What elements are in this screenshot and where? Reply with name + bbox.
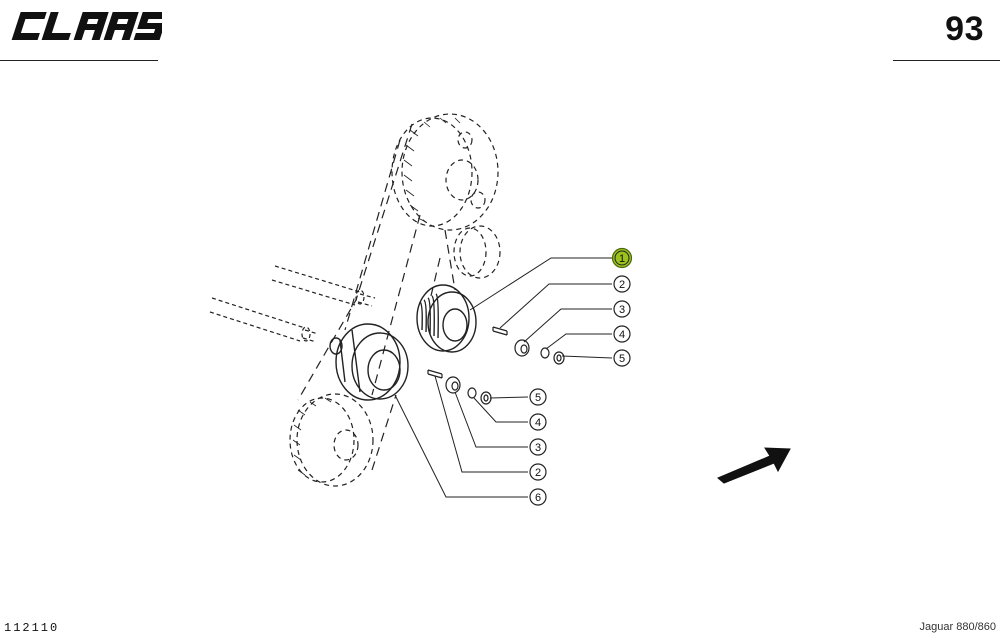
svg-text:1: 1	[619, 253, 625, 265]
footer-code: 112110	[4, 621, 60, 635]
claas-logo-mark	[11, 12, 162, 40]
upper-spring-washer	[540, 347, 550, 359]
lower-washer	[445, 376, 461, 394]
upper-pulley	[391, 113, 499, 231]
header-rule-left	[0, 60, 158, 61]
svg-text:2: 2	[535, 467, 541, 479]
callout-1: 1	[611, 247, 633, 269]
claas-logo	[4, 8, 162, 44]
lower-nut	[480, 391, 492, 405]
lower-shaft	[209, 297, 319, 343]
lower-pulley-hatching	[292, 397, 332, 476]
drive-belt	[297, 123, 456, 471]
header-rule-right	[893, 60, 1000, 61]
svg-text:3: 3	[619, 304, 625, 316]
svg-text:5: 5	[535, 392, 541, 404]
lower-spring-washer	[467, 387, 477, 399]
footer-model: Jaguar 880/860	[919, 621, 996, 633]
leader-lines	[394, 257, 613, 498]
callout-5-upper: 5	[613, 349, 631, 367]
lower-pulley	[289, 393, 374, 487]
svg-text:6: 6	[535, 492, 541, 504]
svg-text:4: 4	[535, 417, 541, 429]
callout-4-upper: 4	[613, 325, 631, 343]
arrow-icon	[717, 447, 791, 484]
callout-5-lower: 5	[529, 388, 547, 406]
upper-key	[492, 326, 508, 336]
callout-3-upper: 3	[613, 300, 631, 318]
idler-pulley	[453, 225, 501, 279]
upper-nut	[553, 351, 565, 365]
svg-text:2: 2	[619, 279, 625, 291]
plain-pulley	[329, 323, 409, 401]
callout-3-lower: 3	[529, 438, 547, 456]
svg-text:3: 3	[535, 442, 541, 454]
grooved-pulley	[416, 284, 477, 353]
page-number: 93	[945, 10, 984, 48]
svg-text:4: 4	[619, 329, 625, 341]
svg-text:5: 5	[619, 353, 625, 365]
upper-shaft	[271, 265, 376, 307]
upper-washer	[514, 339, 530, 357]
callout-2-lower: 2	[529, 463, 547, 481]
callout-4-lower: 4	[529, 413, 547, 431]
upper-pulley-hatching	[403, 117, 461, 223]
callout-2-upper: 2	[613, 275, 631, 293]
callout-6: 6	[529, 488, 547, 506]
